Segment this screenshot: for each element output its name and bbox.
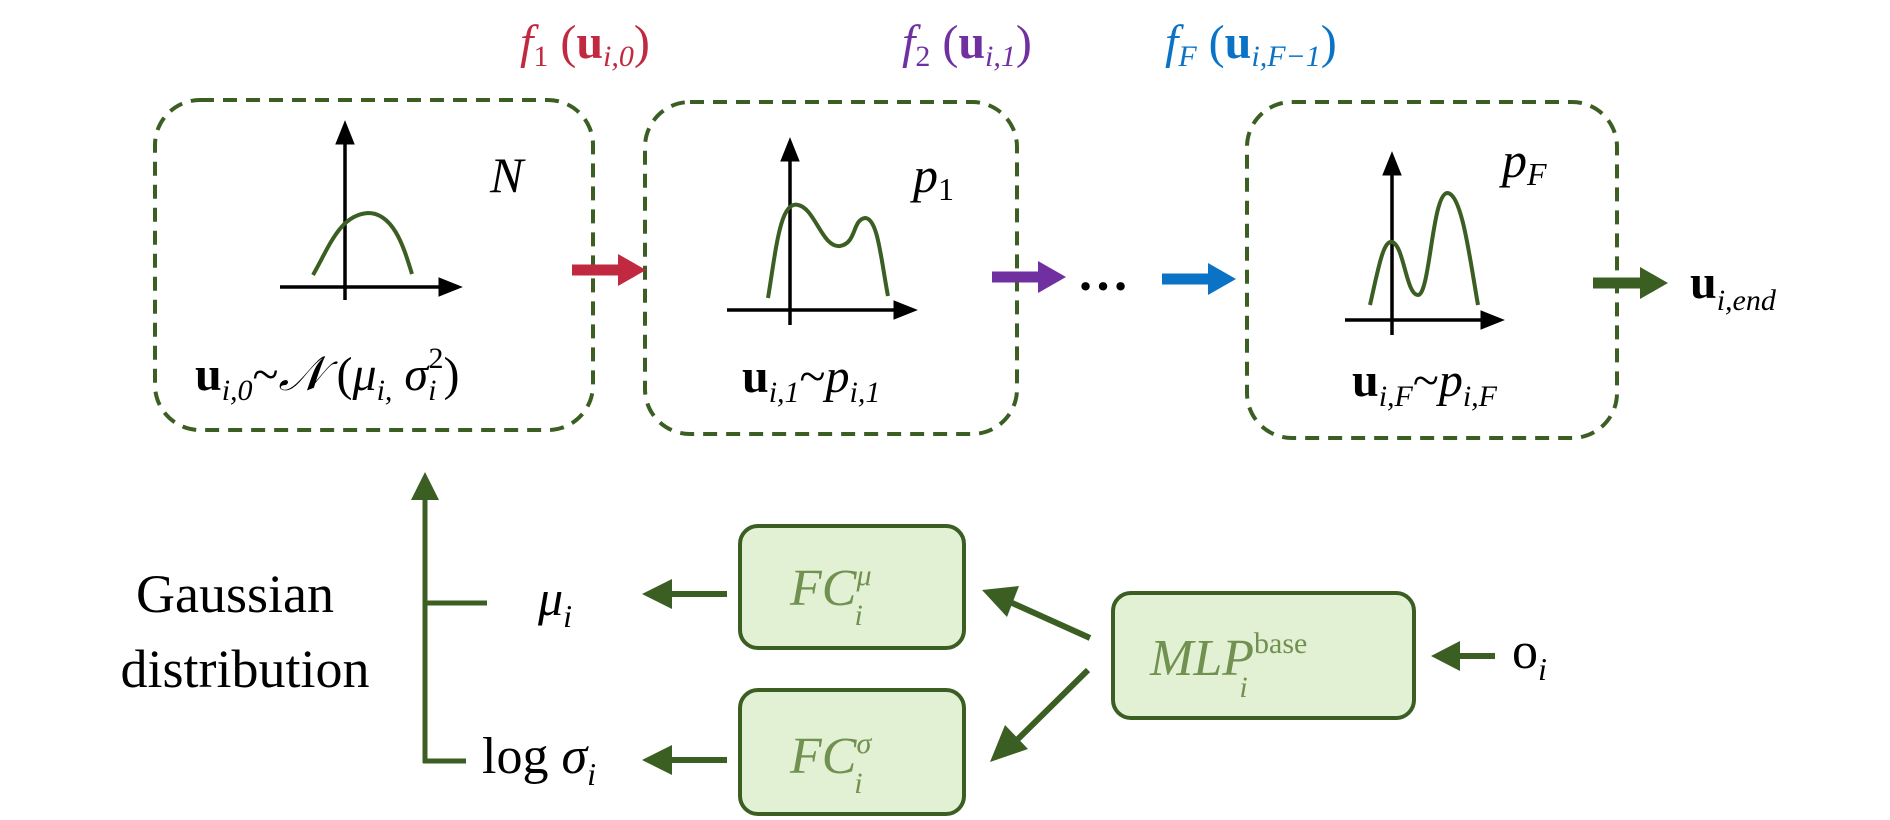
p1-pdf-plot (727, 137, 918, 325)
arrow-fc-sigma-to-logsigma (642, 745, 727, 775)
mlp-base-box (1111, 591, 1416, 720)
fc-sigma-box (738, 688, 966, 816)
arrow-mlp-to-fc-sigma (990, 667, 1091, 762)
gaussian-label-line2: distribution (120, 639, 369, 699)
gaussian-params-connector (411, 472, 487, 764)
normal-box-equation: ui,0~𝒩 (μi, σi2) (195, 342, 459, 407)
normal-pdf-plot (280, 120, 463, 300)
flow-label-f2: f2 (ui,1) (902, 16, 1032, 73)
gaussian-label-line1: Gaussian (136, 564, 334, 624)
p1-box-label: p1 (910, 147, 954, 207)
output-arrow (1593, 267, 1668, 299)
output-label: ui,end (1690, 256, 1777, 317)
log-sigma-label: log σi (482, 728, 596, 792)
input-label: oi (1512, 623, 1547, 687)
arrow-mlp-to-fc-mu (982, 586, 1092, 641)
pF-box-equation: ui,F~pi,F (1352, 354, 1498, 413)
flow-label-fF: fF (ui,F−1) (1165, 16, 1337, 73)
gaussian-curve (311, 210, 414, 276)
flow-arrow-f2 (992, 261, 1066, 293)
bimodal-curve (766, 202, 890, 299)
p1-distribution-box (643, 100, 1019, 436)
flow-arrow-fF (1162, 263, 1236, 295)
ellipsis: … (1077, 245, 1129, 302)
multimodal-curve (1368, 190, 1480, 306)
pF-distribution-box (1245, 100, 1619, 440)
normal-box-label: N (489, 147, 526, 203)
arrow-fc-mu-to-mu (642, 579, 727, 609)
pF-pdf-plot (1345, 151, 1505, 335)
arrow-input-to-mlp (1431, 641, 1495, 671)
p1-box-equation: ui,1~pi,1 (742, 350, 880, 409)
flow-arrow-f1 (572, 254, 646, 286)
pF-box-label: pF (1499, 132, 1547, 192)
mu-label: μi (537, 570, 572, 634)
fc-mu-box (738, 524, 966, 650)
flow-label-f1: f1 (ui,0) (520, 16, 650, 73)
